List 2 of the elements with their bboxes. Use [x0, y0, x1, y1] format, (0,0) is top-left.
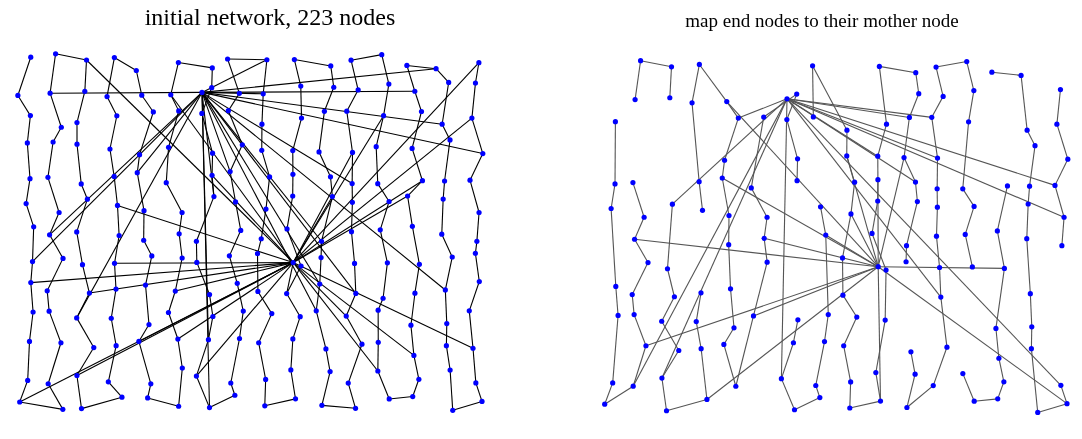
panel-title: map end nodes to their mother node — [685, 10, 959, 32]
panel-title: initial network, 223 nodes — [144, 4, 396, 31]
